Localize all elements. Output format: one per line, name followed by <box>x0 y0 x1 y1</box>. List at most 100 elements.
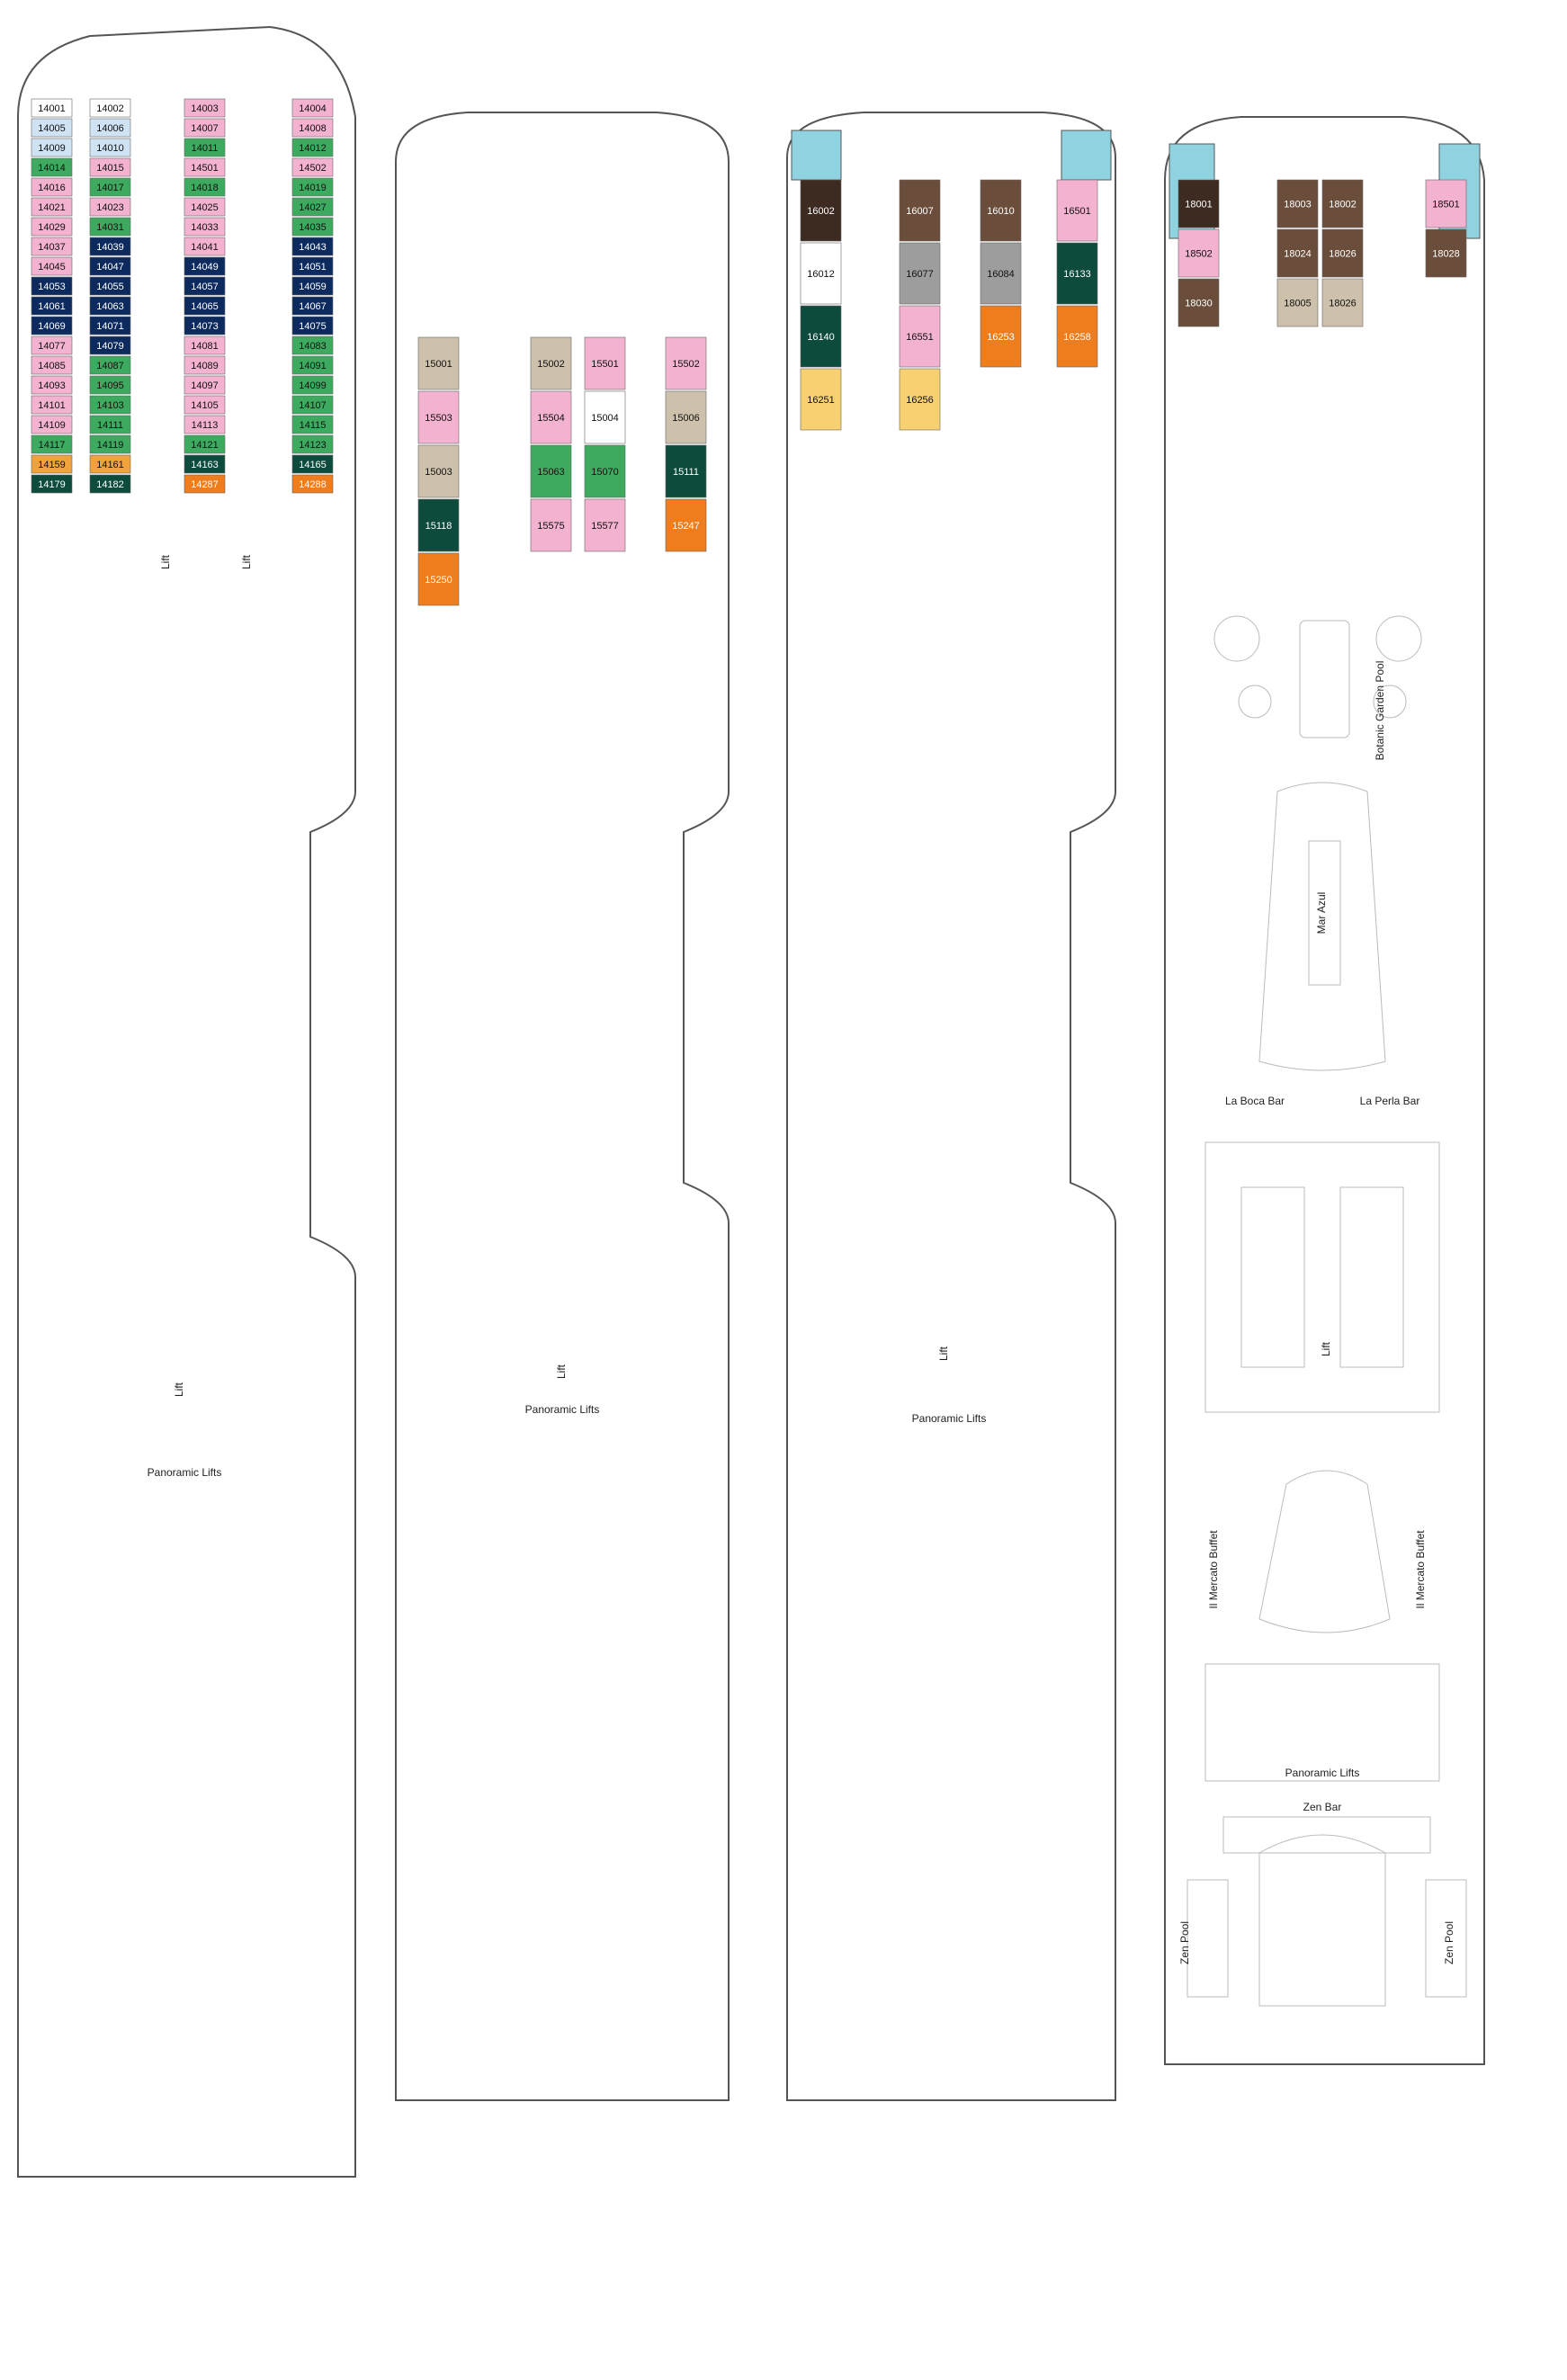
cabin[interactable] <box>291 316 334 336</box>
cabin[interactable] <box>89 237 131 256</box>
cabin[interactable] <box>665 336 707 390</box>
cabin[interactable] <box>89 276 131 296</box>
cabin[interactable] <box>89 98 131 118</box>
cabin[interactable] <box>89 474 131 494</box>
cabin[interactable] <box>184 375 226 395</box>
cabin[interactable] <box>31 197 73 217</box>
cabin[interactable] <box>417 336 460 390</box>
cabin[interactable] <box>184 434 226 454</box>
cabin[interactable] <box>800 305 842 368</box>
cabin[interactable] <box>31 276 73 296</box>
cabin[interactable] <box>184 217 226 237</box>
cabin[interactable] <box>89 256 131 276</box>
cabin[interactable] <box>184 296 226 316</box>
cabin[interactable] <box>184 256 226 276</box>
cabin[interactable] <box>184 118 226 138</box>
cabin[interactable] <box>800 368 842 431</box>
cabin[interactable] <box>1177 278 1220 327</box>
cabin[interactable] <box>184 237 226 256</box>
cabin[interactable] <box>1056 179 1098 242</box>
cabin[interactable] <box>1321 179 1364 228</box>
cabin[interactable] <box>800 242 842 305</box>
cabin[interactable] <box>31 395 73 415</box>
cabin[interactable] <box>184 395 226 415</box>
cabin[interactable] <box>184 474 226 494</box>
cabin[interactable] <box>1276 278 1319 327</box>
cabin[interactable] <box>1321 228 1364 278</box>
cabin[interactable] <box>31 217 73 237</box>
cabin[interactable] <box>291 197 334 217</box>
cabin[interactable] <box>31 157 73 177</box>
cabin[interactable] <box>899 305 941 368</box>
cabin[interactable] <box>184 157 226 177</box>
cabin[interactable] <box>291 237 334 256</box>
cabin[interactable] <box>89 177 131 197</box>
cabin[interactable] <box>89 336 131 355</box>
cabin[interactable] <box>31 434 73 454</box>
cabin[interactable] <box>584 390 626 444</box>
cabin[interactable] <box>291 415 334 434</box>
cabin[interactable] <box>31 336 73 355</box>
cabin[interactable] <box>184 316 226 336</box>
cabin[interactable] <box>417 444 460 498</box>
cabin[interactable] <box>899 179 941 242</box>
cabin[interactable] <box>584 336 626 390</box>
cabin[interactable] <box>530 390 572 444</box>
cabin[interactable] <box>417 498 460 552</box>
cabin[interactable] <box>89 415 131 434</box>
cabin[interactable] <box>530 336 572 390</box>
cabin[interactable] <box>980 179 1022 242</box>
cabin[interactable] <box>184 454 226 474</box>
cabin[interactable] <box>31 355 73 375</box>
cabin[interactable] <box>89 375 131 395</box>
cabin[interactable] <box>291 395 334 415</box>
cabin[interactable] <box>31 138 73 157</box>
cabin[interactable] <box>530 444 572 498</box>
cabin[interactable] <box>184 276 226 296</box>
cabin[interactable] <box>89 118 131 138</box>
cabin[interactable] <box>1177 228 1220 278</box>
cabin[interactable] <box>89 454 131 474</box>
cabin[interactable] <box>291 474 334 494</box>
cabin[interactable] <box>665 444 707 498</box>
cabin[interactable] <box>31 98 73 118</box>
cabin[interactable] <box>291 336 334 355</box>
cabin[interactable] <box>291 217 334 237</box>
cabin[interactable] <box>980 242 1022 305</box>
cabin[interactable] <box>89 395 131 415</box>
cabin[interactable] <box>417 390 460 444</box>
cabin[interactable] <box>31 237 73 256</box>
cabin[interactable] <box>184 197 226 217</box>
cabin[interactable] <box>31 316 73 336</box>
cabin[interactable] <box>31 375 73 395</box>
cabin[interactable] <box>291 375 334 395</box>
cabin[interactable] <box>184 355 226 375</box>
cabin[interactable] <box>1321 278 1364 327</box>
cabin[interactable] <box>291 276 334 296</box>
cabin[interactable] <box>291 256 334 276</box>
cabin[interactable] <box>665 498 707 552</box>
cabin[interactable] <box>89 296 131 316</box>
cabin[interactable] <box>1056 242 1098 305</box>
cabin[interactable] <box>584 444 626 498</box>
cabin[interactable] <box>1425 179 1467 228</box>
cabin[interactable] <box>1276 228 1319 278</box>
cabin[interactable] <box>980 305 1022 368</box>
cabin[interactable] <box>1276 179 1319 228</box>
cabin[interactable] <box>899 368 941 431</box>
cabin[interactable] <box>31 474 73 494</box>
cabin[interactable] <box>89 138 131 157</box>
cabin[interactable] <box>1056 305 1098 368</box>
cabin[interactable] <box>184 177 226 197</box>
cabin[interactable] <box>31 177 73 197</box>
cabin[interactable] <box>89 217 131 237</box>
cabin[interactable] <box>291 98 334 118</box>
cabin[interactable] <box>291 157 334 177</box>
cabin[interactable] <box>184 336 226 355</box>
cabin[interactable] <box>291 454 334 474</box>
cabin[interactable] <box>89 157 131 177</box>
cabin[interactable] <box>899 242 941 305</box>
cabin[interactable] <box>89 434 131 454</box>
cabin[interactable] <box>184 415 226 434</box>
cabin[interactable] <box>31 296 73 316</box>
